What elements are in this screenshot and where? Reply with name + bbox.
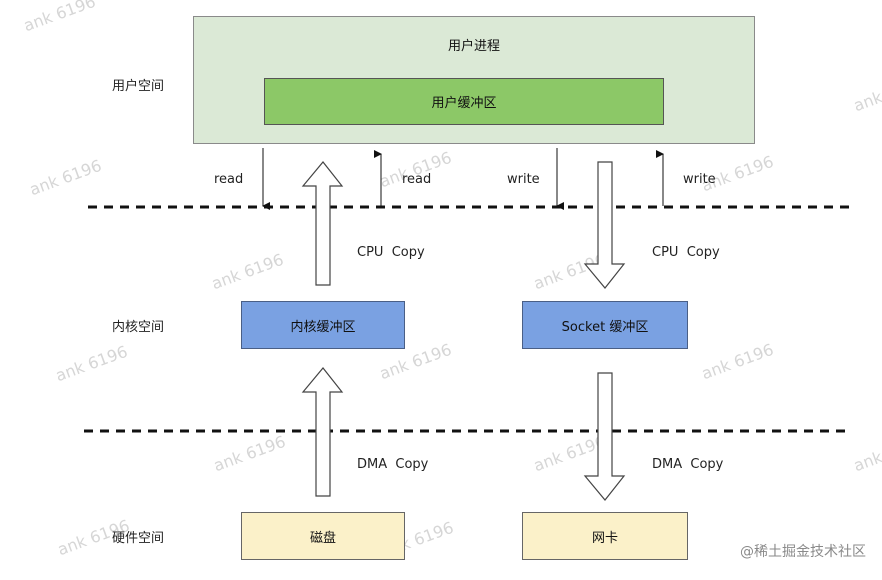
dma-copy-down-arrow (583, 372, 626, 501)
kernel-buffer-box: 内核缓冲区 (241, 301, 405, 349)
read-label-right: read (402, 172, 432, 187)
region-label-user-space: 用户空间 (112, 79, 165, 94)
dma-copy-label-right: DMA Copy (652, 457, 724, 472)
credit-watermark: @稀土掘金技术社区 (740, 544, 866, 560)
user-buffer-box: 用户缓冲区 (264, 78, 664, 125)
socket-buffer-label: Socket 缓冲区 (561, 319, 649, 335)
kernel-buffer-label: 内核缓冲区 (290, 319, 356, 335)
user-buffer-label: 用户缓冲区 (431, 96, 497, 111)
read-label-left: read (214, 172, 244, 187)
cpu-copy-down-arrow (583, 161, 626, 289)
socket-buffer-box: Socket 缓冲区 (522, 301, 688, 349)
disk-box: 磁盘 (241, 512, 405, 560)
user-process-title: 用户进程 (447, 39, 500, 54)
nic-label: 网卡 (591, 530, 618, 546)
cpu-copy-label-right: CPU Copy (652, 245, 720, 260)
write-label-right: write (683, 172, 716, 187)
region-label-hardware-space: 硬件空间 (112, 531, 165, 546)
cpu-copy-up-arrow (301, 161, 344, 286)
cpu-copy-label-left: CPU Copy (357, 245, 425, 260)
write-label-left: write (507, 172, 540, 187)
region-label-kernel-space: 内核空间 (112, 320, 165, 335)
dma-copy-label-left: DMA Copy (357, 457, 429, 472)
dma-copy-up-arrow (301, 367, 344, 497)
nic-box: 网卡 (522, 512, 688, 560)
disk-label: 磁盘 (309, 530, 336, 546)
